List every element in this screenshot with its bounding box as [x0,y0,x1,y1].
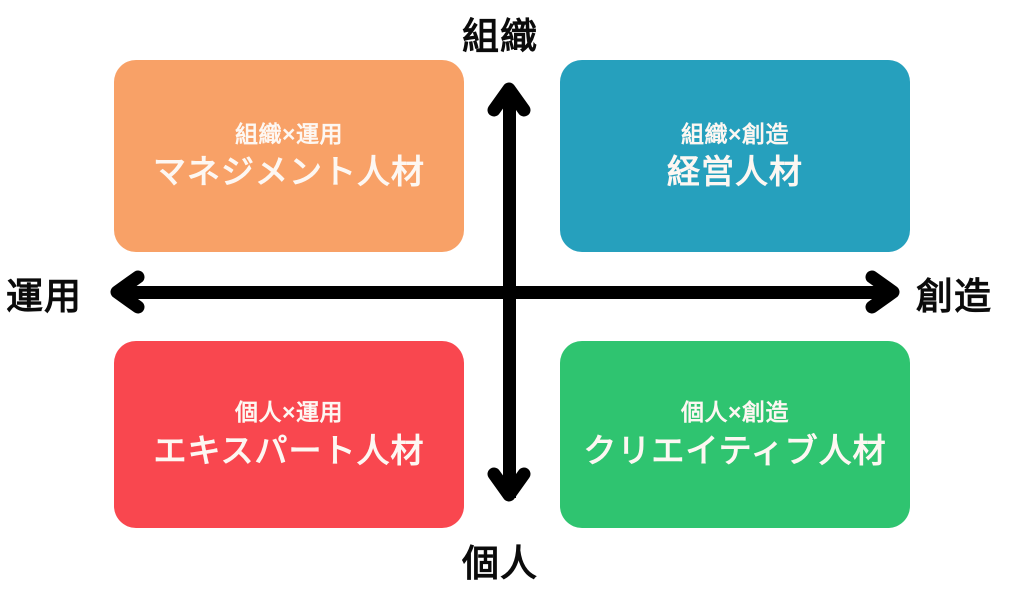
axis-label-left: 運用 [6,276,82,317]
quadrant-subtitle-bottom-right: 個人×創造 [681,399,789,426]
axis-label-right: 創造 [916,276,992,317]
quadrant-box-top-right: 組織×創造 経営人材 [560,60,910,252]
vertical-axis-line [503,88,516,498]
quadrant-title-bottom-right: クリエイティブ人材 [583,431,887,469]
arrow-up-icon [487,80,531,124]
quadrant-subtitle-top-left: 組織×運用 [235,120,343,147]
axis-label-bottom: 個人 [462,543,538,584]
quadrant-box-bottom-right: 個人×創造 クリエイティブ人材 [560,341,910,528]
quadrant-subtitle-top-right: 組織×創造 [681,120,789,147]
axis-label-top: 組織 [462,16,538,57]
quadrant-title-top-left: マネジメント人材 [153,153,425,191]
quadrant-title-top-right: 経営人材 [667,153,803,191]
quadrant-subtitle-bottom-left: 個人×運用 [235,399,343,426]
arrow-left-icon [108,270,152,314]
quadrant-title-bottom-left: エキスパート人材 [153,431,425,469]
quadrant-box-top-left: 組織×運用 マネジメント人材 [114,60,464,252]
arrow-right-icon [858,270,902,314]
arrow-down-icon [487,460,531,504]
quadrant-box-bottom-left: 個人×運用 エキスパート人材 [114,341,464,528]
